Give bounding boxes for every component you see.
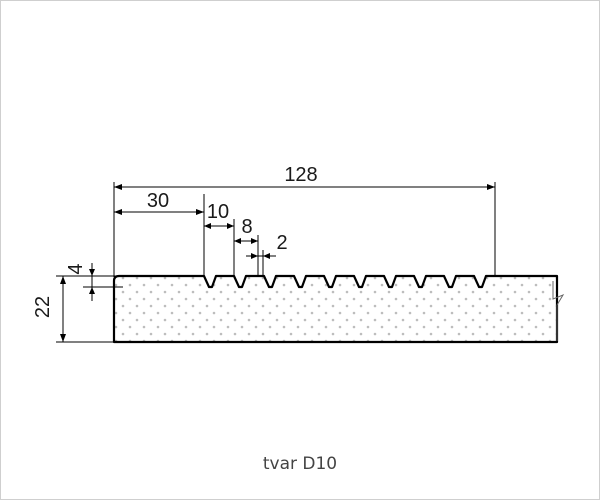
profile-caption: tvar D10 <box>263 454 337 474</box>
dimension-128 <box>113 182 496 277</box>
dimension-22 <box>56 275 114 343</box>
board-body <box>114 276 557 342</box>
board-outline <box>112 274 559 344</box>
break-mark <box>552 281 565 341</box>
dimension-10-label: 10 <box>207 201 229 223</box>
dimension-10 <box>204 219 235 277</box>
dimension-2-label: 2 <box>276 232 287 254</box>
dimension-22-label: 22 <box>32 296 54 318</box>
dimension-4-label: 4 <box>65 263 87 274</box>
dimension-30 <box>114 194 205 277</box>
dimension-8-label: 8 <box>241 216 252 238</box>
dimension-30-label: 30 <box>147 190 169 212</box>
dimension-2 <box>246 250 276 277</box>
dimension-128-label: 128 <box>284 164 317 186</box>
